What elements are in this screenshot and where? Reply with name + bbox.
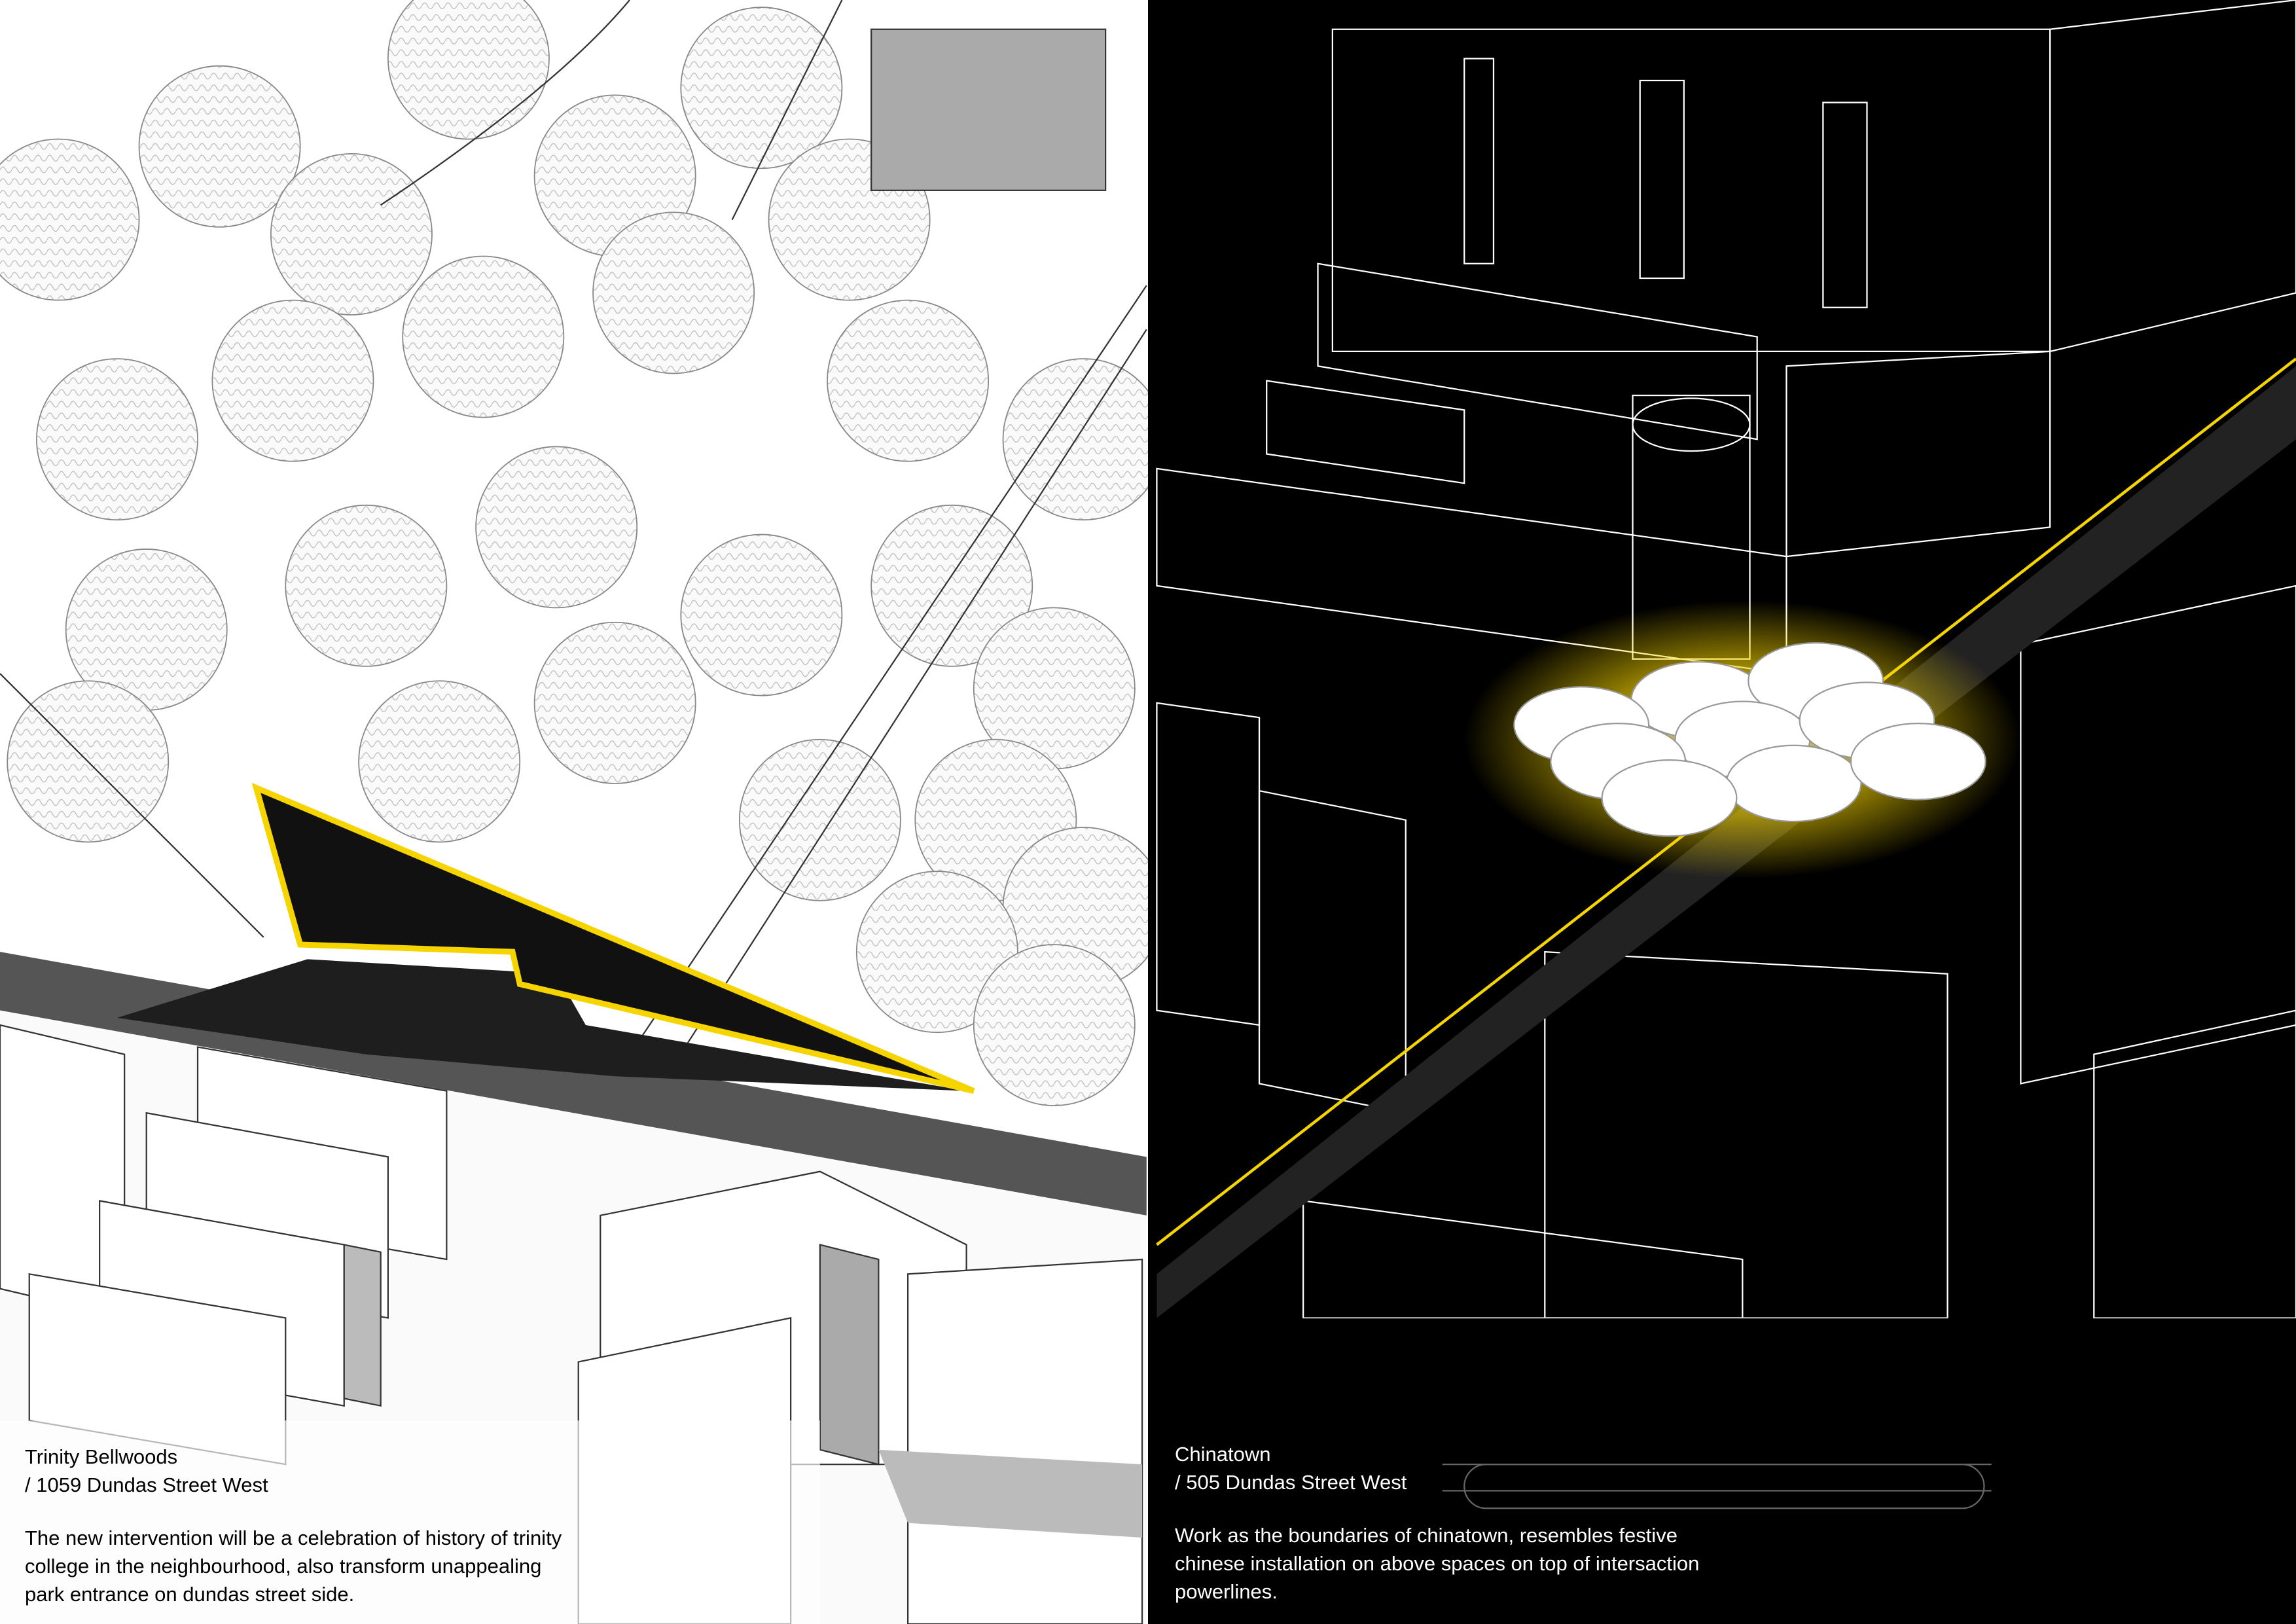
- right-panel-chinatown: [1148, 0, 2296, 1624]
- caption-chinatown: Chinatown / 505 Dundas Street West Work …: [1175, 1440, 1764, 1606]
- tree-canopy: [211, 299, 374, 462]
- tree-canopy: [358, 680, 521, 843]
- site-address: / 1059 Dundas Street West: [25, 1473, 268, 1496]
- tree-canopy: [285, 504, 448, 667]
- lantern-disc: [1850, 723, 1986, 801]
- site-description: The new intervention will be a celebrati…: [25, 1526, 562, 1606]
- site-description: Work as the boundaries of chinatown, res…: [1175, 1524, 1700, 1603]
- tree-canopy: [592, 211, 755, 374]
- lantern-installation: [1513, 641, 1986, 837]
- tree-canopy: [870, 504, 1033, 667]
- tree-canopy: [855, 871, 1018, 1034]
- park-path-lines: [0, 0, 1147, 1077]
- park-trees: [0, 0, 1165, 1106]
- site-name: Chinatown: [1175, 1443, 1271, 1466]
- tree-canopy: [680, 533, 843, 696]
- caption-trinity-bellwoods: Trinity Bellwoods / 1059 Dundas Street W…: [25, 1443, 614, 1608]
- installation-shadow: [117, 959, 967, 1091]
- tree-canopy: [827, 299, 990, 462]
- tree-canopy: [138, 65, 301, 228]
- tree-canopy: [387, 0, 550, 140]
- lantern-disc: [1725, 744, 1862, 823]
- tree-canopy: [973, 944, 1136, 1106]
- site-address: / 505 Dundas Street West: [1175, 1471, 1407, 1494]
- tree-canopy: [0, 138, 140, 301]
- tree-canopy: [1002, 358, 1165, 521]
- trinity-installation: [251, 782, 975, 1094]
- left-panel-trinity-bellwoods: [0, 0, 1165, 1624]
- tree-canopy: [270, 153, 433, 316]
- tree-canopy: [680, 7, 843, 170]
- tree-canopy: [738, 738, 901, 901]
- tree-canopy: [475, 446, 638, 609]
- tree-canopy: [402, 255, 565, 418]
- tree-canopy: [36, 358, 198, 521]
- tree-canopy: [533, 621, 696, 784]
- building-top: [870, 28, 1107, 191]
- site-name: Trinity Bellwoods: [25, 1445, 178, 1468]
- lantern-disc: [1601, 759, 1738, 837]
